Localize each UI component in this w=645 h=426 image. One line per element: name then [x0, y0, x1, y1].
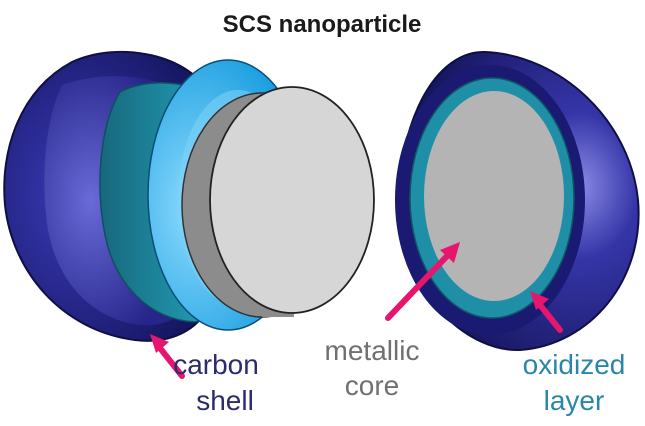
arrow-metallic-core [385, 242, 460, 321]
arrow-oxidized-layer [530, 291, 563, 333]
arrow-carbon-shell [150, 334, 185, 379]
metallic-core-left [181, 86, 375, 318]
arrow-up-right-icon [440, 242, 460, 263]
exploded-nanoparticle [3, 50, 375, 342]
oxidized-layer-label-line1: oxidized [523, 349, 626, 380]
page-title: SCS nanoparticle [223, 11, 422, 38]
oxidized-layer-label-line2: layer [544, 385, 605, 416]
sectioned-nanoparticle [395, 50, 640, 352]
metallic-core-label-line1: metallic [325, 335, 420, 366]
metallic-core-label-line2: core [345, 370, 399, 401]
arrow-up-left-icon [150, 334, 169, 353]
carbon-shell-label-line1: carbon [173, 349, 259, 380]
carbon-shell-label-line2: shell [196, 385, 254, 416]
metallic-core-right [424, 91, 564, 301]
arrow-up-left-icon [530, 291, 549, 310]
